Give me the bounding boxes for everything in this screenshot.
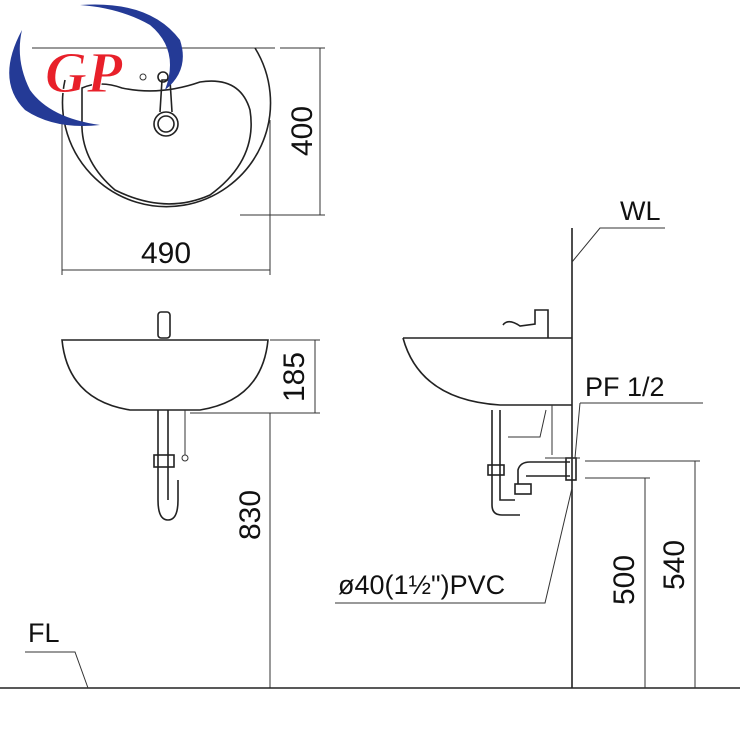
basin-front — [61, 339, 269, 411]
drain-pvc-label: ø40(1½")PVC — [338, 570, 505, 600]
logo-text: GP — [45, 40, 123, 105]
side-view — [335, 227, 703, 688]
depth-400-label: 400 — [286, 106, 319, 156]
faucet-side — [502, 309, 549, 338]
bowl-outline — [81, 80, 252, 205]
floor-level-label: FL — [28, 618, 60, 648]
height-500-label: 500 — [608, 555, 641, 605]
wall-level-label: WL — [620, 196, 661, 226]
front-view — [0, 311, 740, 689]
height-185-label: 185 — [278, 352, 311, 402]
basin-side — [402, 337, 572, 406]
faucet-front — [157, 311, 171, 339]
basin-outline-top — [61, 47, 272, 208]
height-540-label: 540 — [658, 540, 691, 590]
width-490-label: 490 — [141, 237, 191, 270]
height-830-label: 830 — [234, 490, 267, 540]
gp-logo: GP — [9, 4, 183, 126]
supply-pf-label: PF 1/2 — [585, 372, 665, 402]
top-view — [32, 47, 325, 275]
